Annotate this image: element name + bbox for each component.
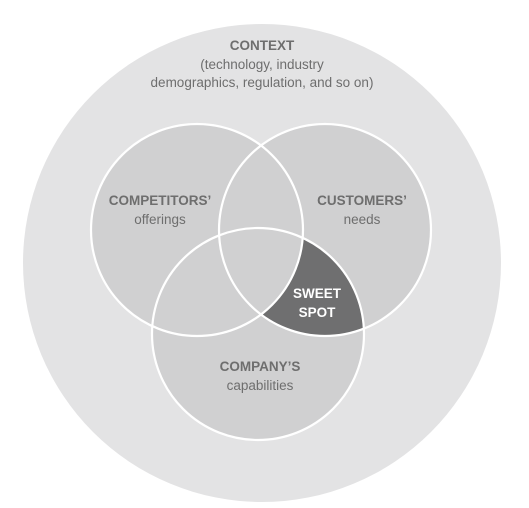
customers-subtitle: needs (344, 212, 381, 227)
customers-title: CUSTOMERS’ (317, 193, 407, 208)
company-subtitle: capabilities (227, 378, 294, 393)
circle-outlines (89, 122, 433, 442)
competitors-title: COMPETITORS’ (109, 193, 212, 208)
context-subtitle-line2: demographics, regulation, and so on) (151, 75, 374, 90)
context-title: CONTEXT (230, 38, 295, 53)
sweet-spot-line2: SPOT (299, 305, 337, 320)
company-title: COMPANY’S (220, 359, 301, 374)
sweet-spot-line1: SWEET (293, 286, 342, 301)
context-subtitle-line1: (technology, industry (200, 57, 324, 72)
competitors-subtitle: offerings (134, 212, 186, 227)
